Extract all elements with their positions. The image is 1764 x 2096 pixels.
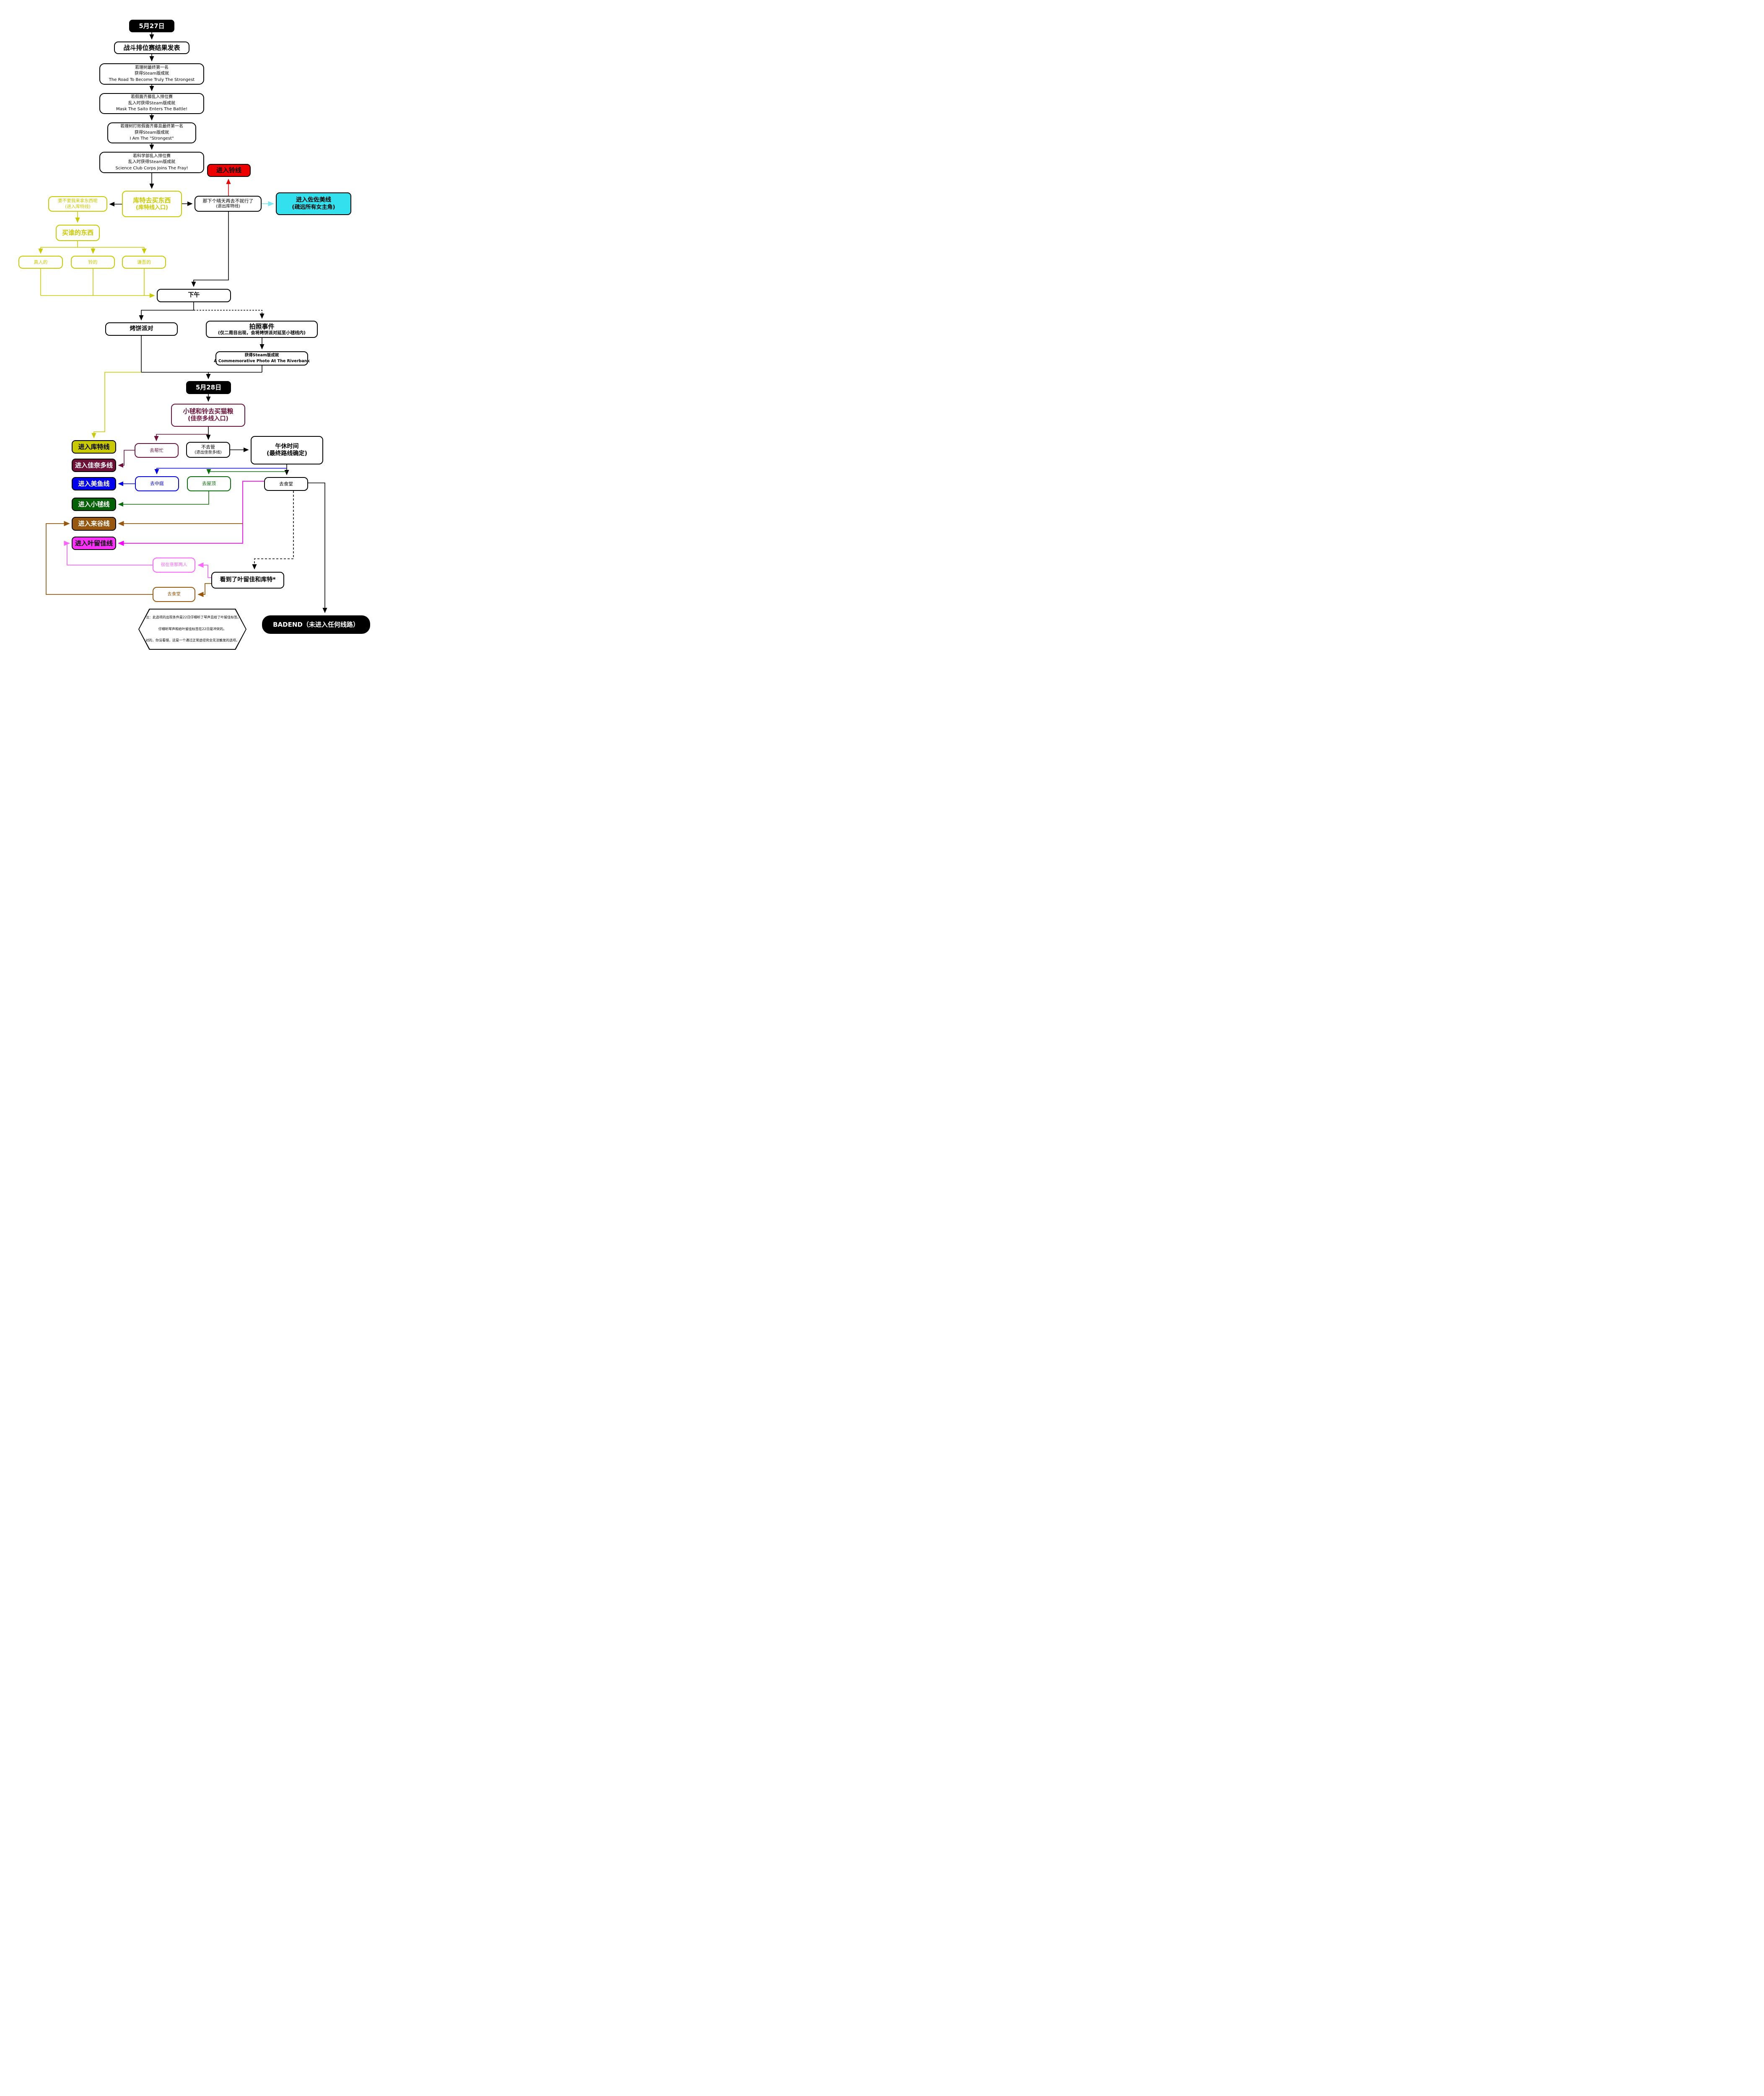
node-enter-kanata-route: 进入佳奈多线 xyxy=(72,459,116,472)
node-care-about-two: 很在意那两人 xyxy=(153,558,195,573)
edge-items-merge xyxy=(40,269,154,296)
node-go-roof: 去屋顶 xyxy=(187,476,231,491)
hexagon-text: *注：此选项的出现条件是22日仔细听了琴声且给了叶留佳标签。 仔细听琴声和给叶留… xyxy=(139,610,246,649)
node-enter-kurugaya-route: 进入来谷线 xyxy=(72,517,116,531)
node-enter-sasami-route: 进入佐佐美线(疏远所有女主角) xyxy=(276,192,351,215)
node-lunch-break: 午休时间(最终路线确定) xyxy=(251,436,323,464)
edge-afternoon-pancake xyxy=(139,302,194,321)
node-photo-event: 拍照事件 (仅二周目出现，会将烤饼派对延至小毬线内) xyxy=(206,321,318,338)
edge-afternoon-photo xyxy=(194,310,265,319)
node-go-cafeteria-special: 去食堂 xyxy=(153,587,195,602)
edge-lunch-roof xyxy=(206,469,287,475)
node-footnote-hexagon: *注：此选项的出现条件是22日仔细听了琴声且给了叶留佳标签。 仔细听琴声和给叶留… xyxy=(138,609,246,650)
node-enter-haruka-route: 进入叶留佳线 xyxy=(72,537,116,550)
node-go-courtyard: 去中庭 xyxy=(135,476,179,491)
node-next-sunny-day: 那下个晴天再去不就行了(退出库特线) xyxy=(195,196,262,212)
edge-cafeteria-saw xyxy=(252,491,294,570)
edge-care-haruka xyxy=(64,540,153,566)
node-go-help: 去帮忙 xyxy=(135,443,179,458)
node-catfood: 小毬和铃去买猫粮(佳奈多线入口) xyxy=(171,404,245,427)
node-enter-rin-route: 进入铃线 xyxy=(207,164,251,177)
node-afternoon: 下午 xyxy=(157,289,231,302)
edge-cafeteria-haruka xyxy=(118,481,264,546)
node-enter-kud-route: 进入库特线 xyxy=(72,440,116,454)
edge-merge-528 xyxy=(141,336,262,379)
node-enter-komari-route: 进入小毬线 xyxy=(72,498,116,511)
edge-cafeteria-badend xyxy=(308,482,327,613)
node-masato-item: 真人的 xyxy=(18,256,63,269)
node-pancake-party: 烤饼派对 xyxy=(105,322,178,336)
edge-whose-split xyxy=(41,241,144,248)
edge-saw-cafeteria2 xyxy=(197,583,211,597)
node-enter-mio-route: 进入美鱼线 xyxy=(72,477,116,490)
edge-catfood-help xyxy=(154,434,208,441)
node-badend: BADEND（未进入任何线路） xyxy=(262,615,370,634)
node-date-may28: 5月28日 xyxy=(186,381,231,394)
node-rin-item: 铃的 xyxy=(71,256,115,269)
flow-connectors xyxy=(38,32,327,613)
node-date-may27: 5月27日 xyxy=(129,20,174,32)
edge-cafeteria2-kurugaya xyxy=(46,521,153,595)
node-battle-result: 战斗排位赛结果发表 xyxy=(114,42,189,54)
node-offer-fetch: 要不要我来拿东西呢(进入库特线) xyxy=(48,196,107,212)
node-kud-shopping: 库特去买东西(库特线入口) xyxy=(122,191,182,217)
node-whose-stuff: 买谁的东西 xyxy=(56,225,100,241)
node-kengo-item: 谦吾的 xyxy=(122,256,166,269)
edge-sunny-afternoon xyxy=(191,212,229,287)
node-not-care: 不去管(退出佳奈多线) xyxy=(186,442,230,458)
edge-yellow-kudroute xyxy=(91,372,141,438)
edge-lunch-courtyard xyxy=(154,468,287,475)
node-go-cafeteria-main: 去食堂 xyxy=(264,477,308,491)
edge-help-kanata xyxy=(118,450,135,468)
edge-roof-komari xyxy=(118,491,209,507)
node-saw-haruka-kud: 看到了叶留佳和库特* xyxy=(211,572,284,589)
edge-saw-care xyxy=(197,562,211,578)
